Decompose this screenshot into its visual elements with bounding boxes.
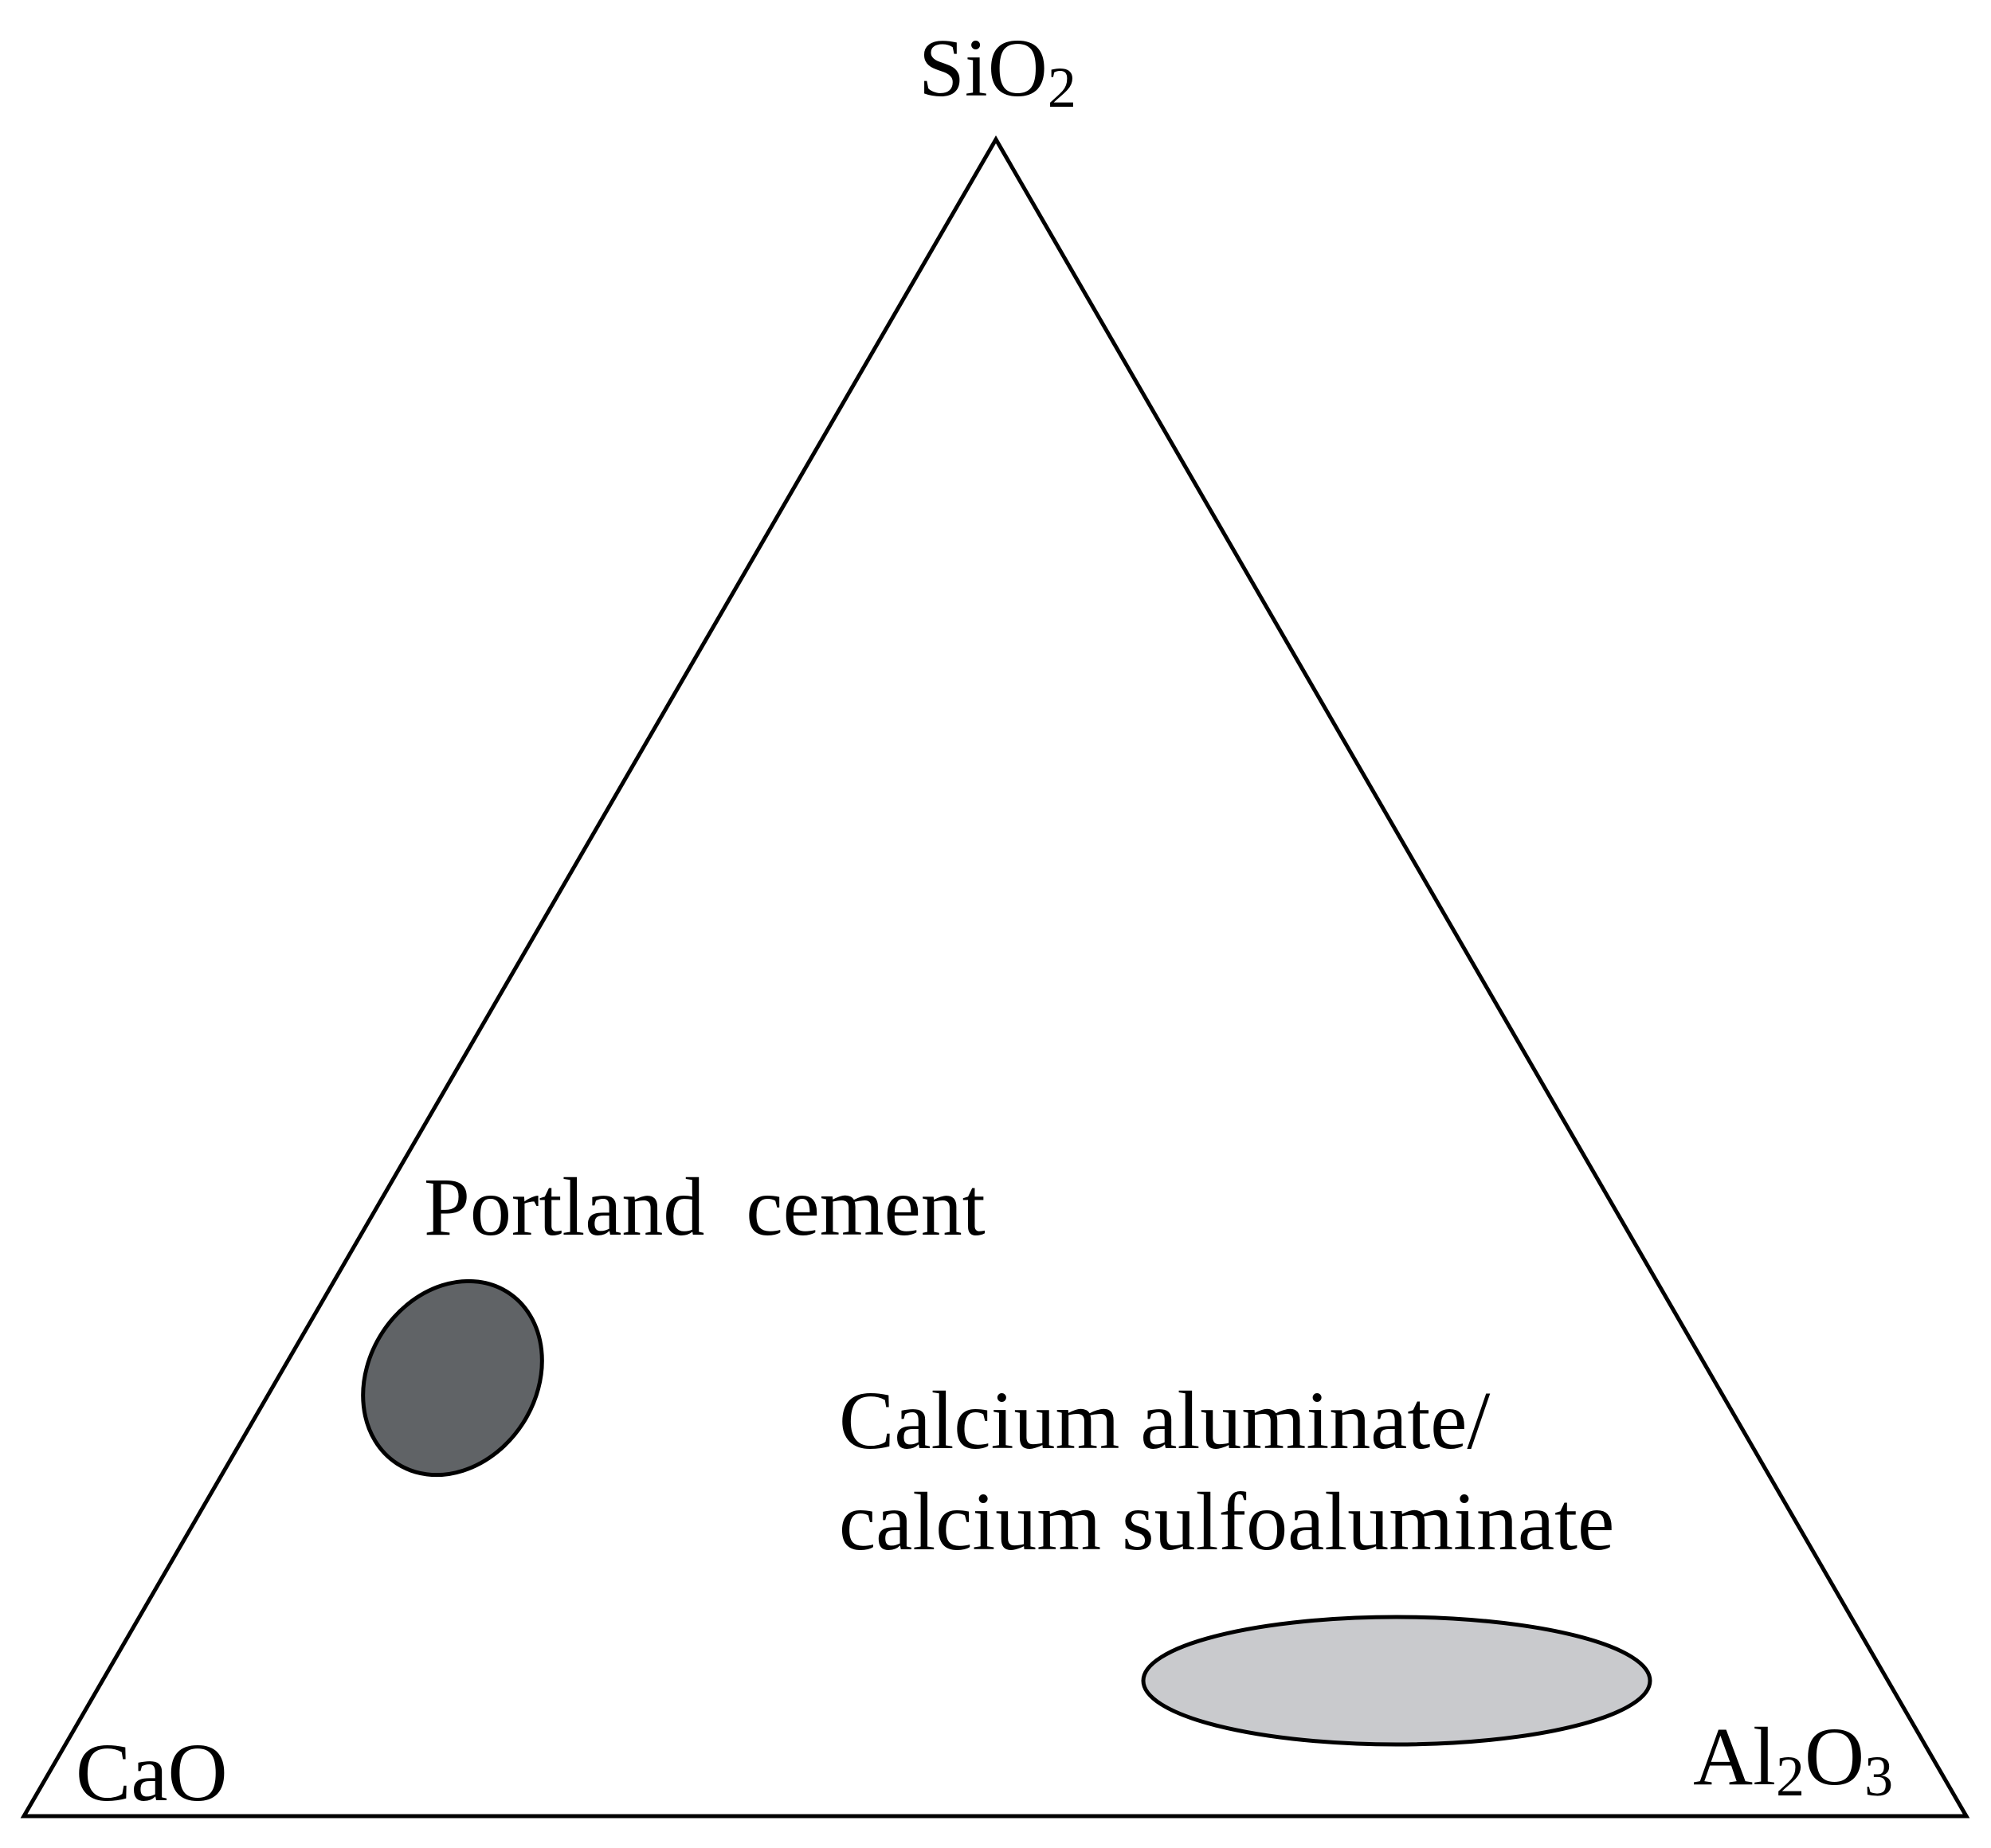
vertex-label-al2o3-sub-2: 3 [1864,1744,1893,1808]
vertex-label-al2o3: Al2O3 [1693,1711,1893,1808]
vertex-label-al2o3-part-2: O [1805,1711,1864,1803]
calcium-aluminate-label-line-1: Calcium aluminate/ [839,1375,1490,1466]
calcium-aluminate-region [1141,1615,1652,1747]
vertex-label-sio2: SiO2 [919,22,1076,119]
calcium-aluminate-label: Calcium aluminate/ calcium sulfoaluminat… [839,1375,1614,1568]
calcium-aluminate-label-line-2: calcium sulfoaluminate [839,1476,1614,1568]
portland-cement-label: Portland cement [424,1161,986,1253]
vertex-label-al2o3-part-1: Al [1693,1711,1776,1803]
vertex-label-al2o3-sub-1: 2 [1776,1744,1805,1808]
vertex-label-sio2-subscript: 2 [1048,56,1076,119]
vertex-label-cao: CaO [76,1727,228,1819]
portland-cement-region [361,1278,544,1478]
ternary-triangle [20,135,1970,1819]
vertex-label-sio2-text: SiO [919,22,1048,114]
